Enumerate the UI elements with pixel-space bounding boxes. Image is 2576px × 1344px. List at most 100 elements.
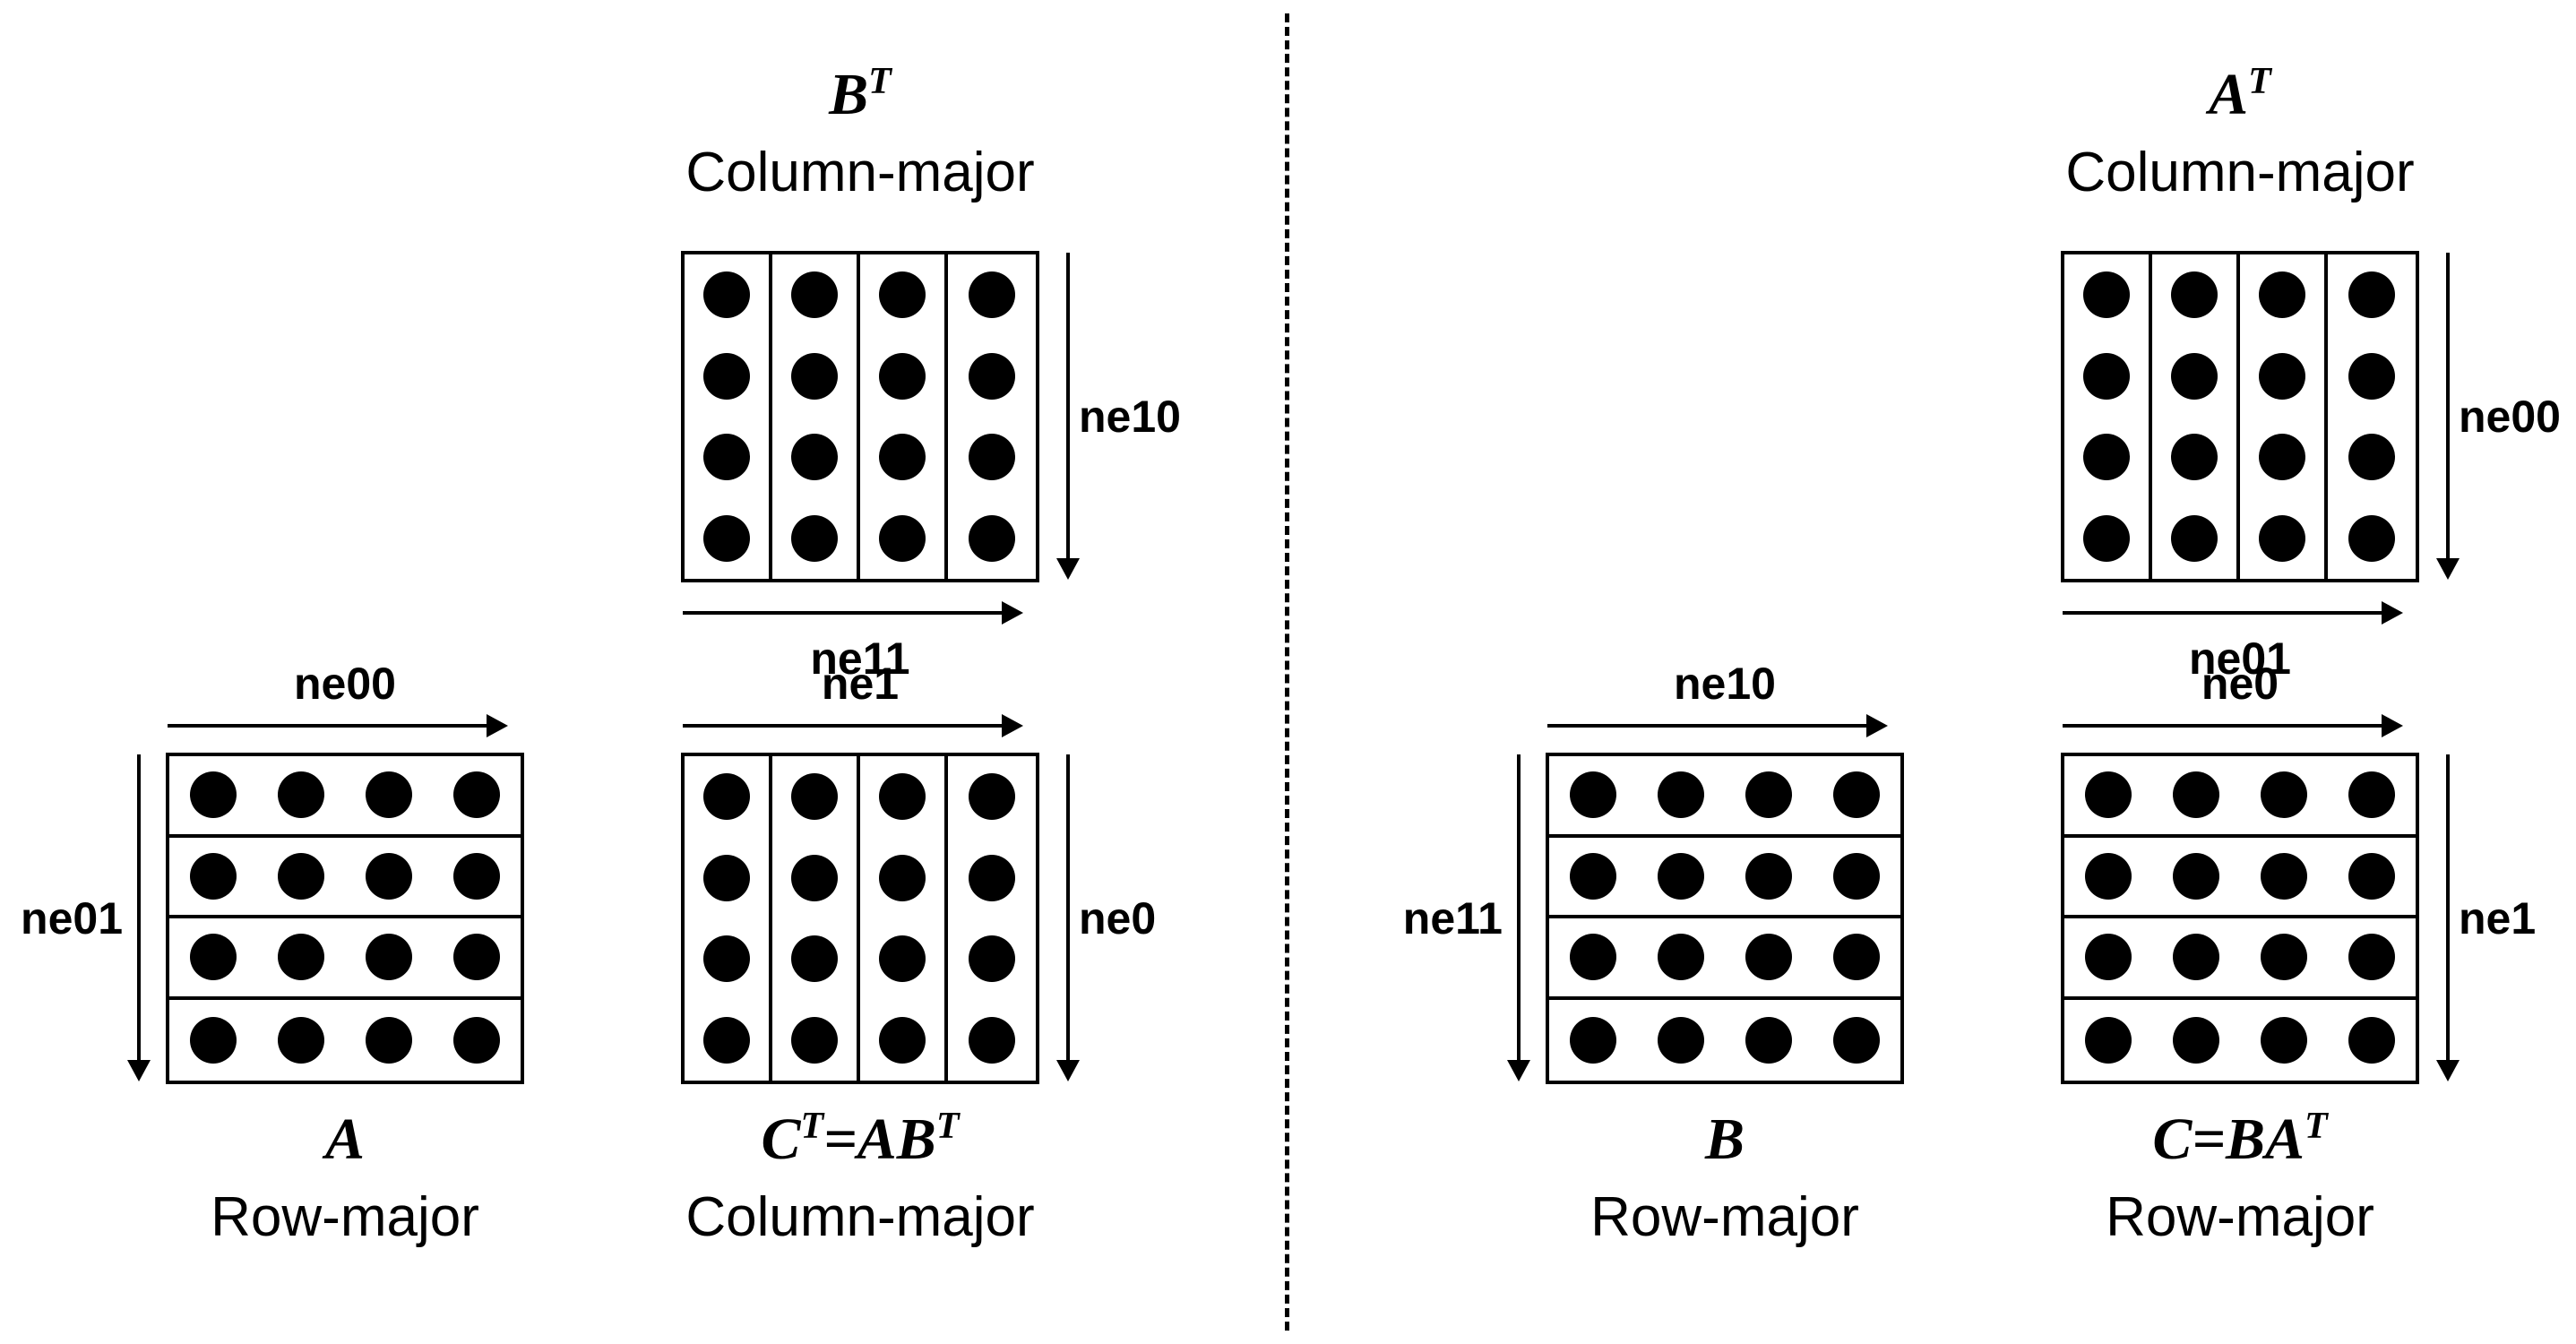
matrix-cell bbox=[1637, 1000, 1725, 1081]
element-dot-icon bbox=[366, 1016, 412, 1064]
matrix-cell bbox=[948, 254, 1036, 336]
matrix-cell bbox=[1813, 838, 1900, 918]
arrow-right-icon bbox=[1547, 724, 1870, 728]
element-dot-icon bbox=[190, 934, 237, 981]
matrix-cell bbox=[2152, 1000, 2240, 1081]
matrix-cell bbox=[860, 417, 948, 498]
matrix-cell bbox=[257, 838, 345, 918]
element-dot-icon bbox=[879, 1016, 926, 1064]
dimension-label: ne0 bbox=[2201, 659, 2279, 709]
matrix-block-c-transpose: ne1 ne0 CT=ABT Column-major bbox=[681, 661, 1156, 1248]
matrix-cell bbox=[1813, 1000, 1900, 1081]
element-dot-icon bbox=[1658, 852, 1704, 900]
matrix-cell bbox=[2064, 335, 2152, 417]
element-dot-icon bbox=[2348, 852, 2395, 900]
matrix-cell bbox=[169, 838, 257, 918]
matrix-cell bbox=[257, 918, 345, 1000]
matrix-cell bbox=[948, 918, 1036, 1000]
matrix-cell bbox=[2328, 918, 2416, 1000]
matrix-title: A Row-major bbox=[211, 1107, 479, 1249]
arrow-down-icon bbox=[1066, 253, 1070, 562]
element-dot-icon bbox=[1570, 852, 1616, 900]
matrix-block-c: ne0 ne1 C=BAT Row-major bbox=[2061, 661, 2536, 1248]
element-dot-icon bbox=[2348, 434, 2395, 481]
matrix-cell bbox=[2064, 756, 2152, 838]
matrix-cell bbox=[1549, 1000, 1637, 1081]
element-dot-icon bbox=[366, 771, 412, 819]
element-dot-icon bbox=[1570, 1016, 1616, 1064]
element-dot-icon bbox=[1833, 852, 1880, 900]
storage-order-label: Column-major bbox=[685, 141, 1035, 203]
matrix-cell bbox=[345, 918, 433, 1000]
matrix-cell bbox=[948, 838, 1036, 919]
storage-order-label: Row-major bbox=[211, 1185, 479, 1248]
matrix-cell bbox=[948, 1000, 1036, 1081]
matrix-cell bbox=[2152, 838, 2240, 918]
matrix-cell bbox=[2152, 918, 2240, 1000]
element-dot-icon bbox=[703, 773, 750, 821]
matrix-cell bbox=[2328, 254, 2416, 336]
arrow-right-icon bbox=[2063, 611, 2385, 615]
element-dot-icon bbox=[190, 852, 237, 900]
element-dot-icon bbox=[2261, 934, 2307, 981]
matrix-grid bbox=[1546, 753, 1904, 1084]
matrix-cell bbox=[2240, 254, 2328, 336]
matrix-cell bbox=[685, 497, 772, 579]
element-dot-icon bbox=[1570, 771, 1616, 819]
matrix-cell bbox=[685, 837, 772, 918]
element-dot-icon bbox=[453, 852, 500, 900]
arrow-down-icon bbox=[1517, 754, 1521, 1064]
matrix-cell bbox=[948, 498, 1036, 580]
element-dot-icon bbox=[2171, 514, 2218, 562]
matrix-cell bbox=[685, 417, 772, 498]
element-dot-icon bbox=[2348, 514, 2395, 562]
dimension-label: ne10 bbox=[1079, 392, 1181, 442]
matrix-cell bbox=[772, 756, 860, 838]
element-dot-icon bbox=[969, 352, 1015, 400]
matrix-cell bbox=[2240, 335, 2328, 417]
element-dot-icon bbox=[278, 934, 324, 981]
element-dot-icon bbox=[2259, 514, 2305, 562]
element-dot-icon bbox=[278, 771, 324, 819]
element-dot-icon bbox=[703, 854, 750, 901]
arrow-right-icon bbox=[683, 611, 1005, 615]
matrix-cell bbox=[169, 918, 257, 1000]
matrix-cell bbox=[2240, 918, 2328, 1000]
matrix-cell bbox=[860, 254, 948, 336]
matrix-cell bbox=[948, 417, 1036, 498]
matrix-cell bbox=[257, 756, 345, 838]
matrix-cell bbox=[772, 335, 860, 417]
matrix-cell bbox=[860, 837, 948, 918]
element-dot-icon bbox=[1570, 934, 1616, 981]
matrix-cell bbox=[2152, 417, 2240, 498]
dimension-label: ne10 bbox=[1674, 659, 1776, 709]
element-dot-icon bbox=[2348, 271, 2395, 319]
matrix-cell bbox=[1637, 838, 1725, 918]
matrix-cell bbox=[2240, 1000, 2328, 1081]
element-dot-icon bbox=[1658, 1016, 1704, 1064]
element-dot-icon bbox=[969, 514, 1015, 562]
matrix-cell bbox=[2064, 1000, 2152, 1081]
matrix-title: AT Column-major bbox=[2065, 62, 2414, 204]
element-dot-icon bbox=[791, 1016, 838, 1064]
matrix-cell bbox=[948, 756, 1036, 838]
matrix-cell bbox=[2152, 497, 2240, 579]
element-dot-icon bbox=[1833, 771, 1880, 819]
element-dot-icon bbox=[879, 434, 926, 481]
matrix-block-b: ne10 ne11 B Row-major bbox=[1403, 661, 1904, 1248]
element-dot-icon bbox=[2261, 852, 2307, 900]
element-dot-icon bbox=[2259, 352, 2305, 400]
matrix-cell bbox=[1549, 918, 1637, 1000]
element-dot-icon bbox=[2173, 852, 2219, 900]
matrix-cell bbox=[685, 756, 772, 838]
element-dot-icon bbox=[366, 852, 412, 900]
element-dot-icon bbox=[969, 271, 1015, 319]
matrix-cell bbox=[2328, 756, 2416, 838]
matrix-cell bbox=[685, 254, 772, 336]
element-dot-icon bbox=[969, 935, 1015, 983]
dimension-label: ne11 bbox=[1402, 893, 1503, 943]
dimension-label: ne00 bbox=[2459, 392, 2561, 442]
matrix-cell bbox=[169, 1000, 257, 1081]
element-dot-icon bbox=[2261, 1016, 2307, 1064]
element-dot-icon bbox=[1745, 852, 1792, 900]
